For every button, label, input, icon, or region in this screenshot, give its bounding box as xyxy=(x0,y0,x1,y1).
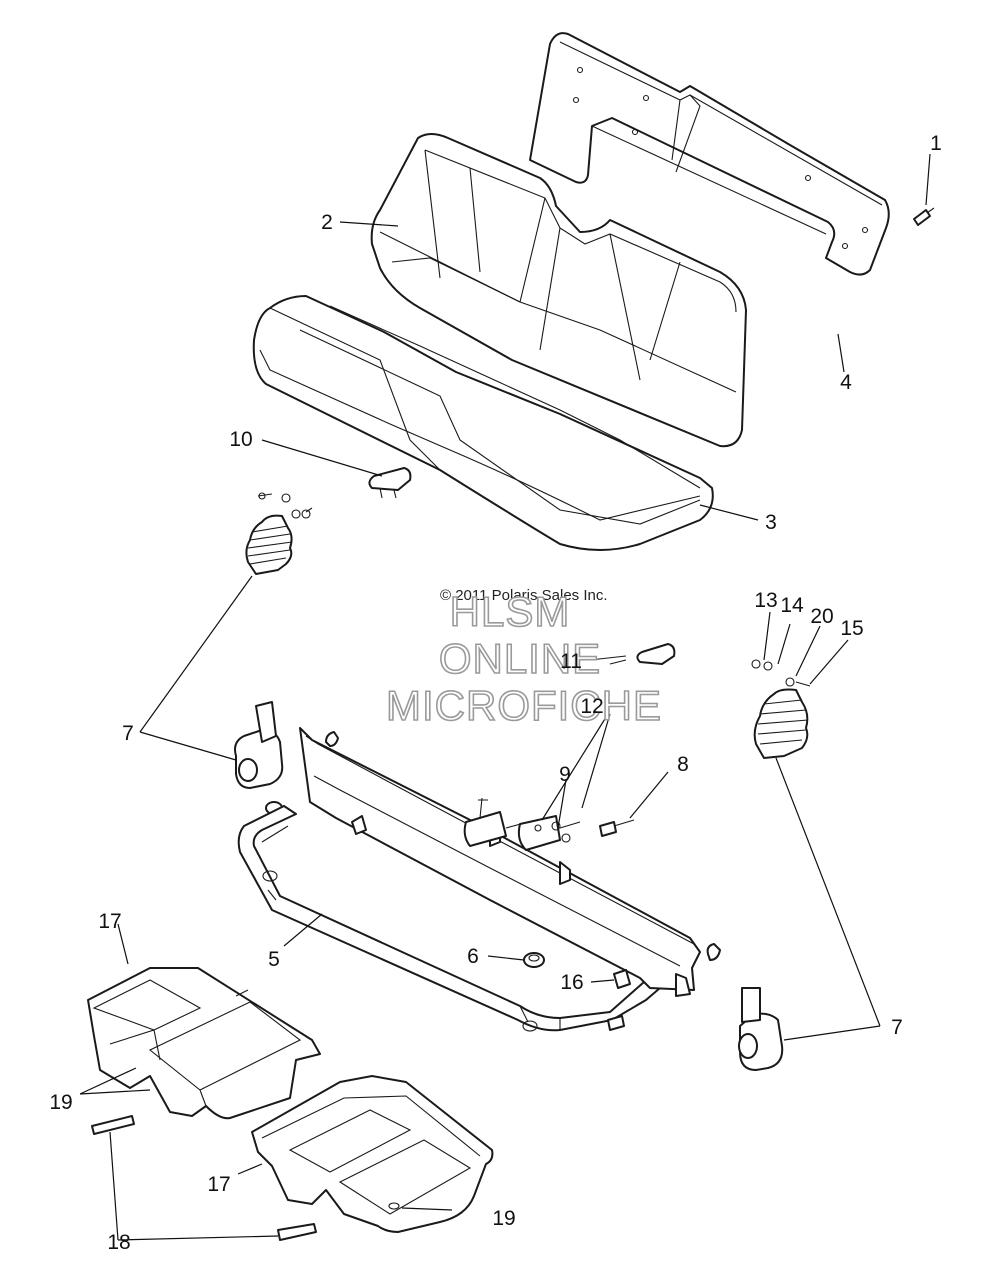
callout-2: 2 xyxy=(321,211,333,234)
watermark-line-3: MICROFICHE xyxy=(386,682,662,729)
watermark-line-2: ONLINE xyxy=(439,635,601,682)
seat-cushion xyxy=(252,295,714,551)
callout-6: 6 xyxy=(467,945,479,968)
buckle-right xyxy=(517,815,581,851)
callout-4: 4 xyxy=(840,371,852,394)
callout-7-left: 7 xyxy=(122,722,134,745)
seat-frame xyxy=(237,727,721,1032)
seat-belt-left xyxy=(234,492,313,815)
callout-19-lower: 19 xyxy=(492,1207,515,1230)
callout-10: 10 xyxy=(229,428,252,451)
bolt xyxy=(599,819,635,837)
callout-18: 18 xyxy=(107,1231,130,1254)
buckle-cover-rear xyxy=(589,643,676,665)
callout-1: 1 xyxy=(930,132,942,155)
callout-17-lower: 17 xyxy=(207,1173,230,1196)
callout-11: 11 xyxy=(560,650,582,673)
screw xyxy=(913,207,935,226)
storage-bin-lower xyxy=(251,1075,494,1233)
callout-17-upper: 17 xyxy=(98,910,121,933)
seat-belt-right xyxy=(738,659,811,1071)
callout-3: 3 xyxy=(765,511,777,534)
watermark-line-1: HLSM xyxy=(450,588,571,635)
callout-20: 20 xyxy=(810,605,833,628)
copyright-text: © 2011 Polaris Sales Inc. xyxy=(440,587,608,604)
callout-19-upper: 19 xyxy=(49,1091,72,1114)
storage-bin-upper xyxy=(87,967,321,1120)
label-18 xyxy=(91,1115,317,1241)
callout-14: 14 xyxy=(780,594,804,617)
seat-back-panel xyxy=(529,32,890,276)
callout-12: 12 xyxy=(580,695,603,718)
callout-13: 13 xyxy=(754,589,777,612)
callout-5: 5 xyxy=(268,948,280,971)
seat-backrest xyxy=(370,133,747,448)
nut-16 xyxy=(613,969,631,989)
buckle-cover-front xyxy=(368,467,412,499)
callout-8: 8 xyxy=(677,753,689,776)
callout-9: 9 xyxy=(559,763,571,786)
callout-15: 15 xyxy=(840,617,863,640)
leader-lines xyxy=(79,153,931,1241)
callout-7-right: 7 xyxy=(891,1016,903,1039)
buckle-left xyxy=(463,797,529,847)
callout-16: 16 xyxy=(560,971,583,994)
nut-6 xyxy=(523,952,545,968)
